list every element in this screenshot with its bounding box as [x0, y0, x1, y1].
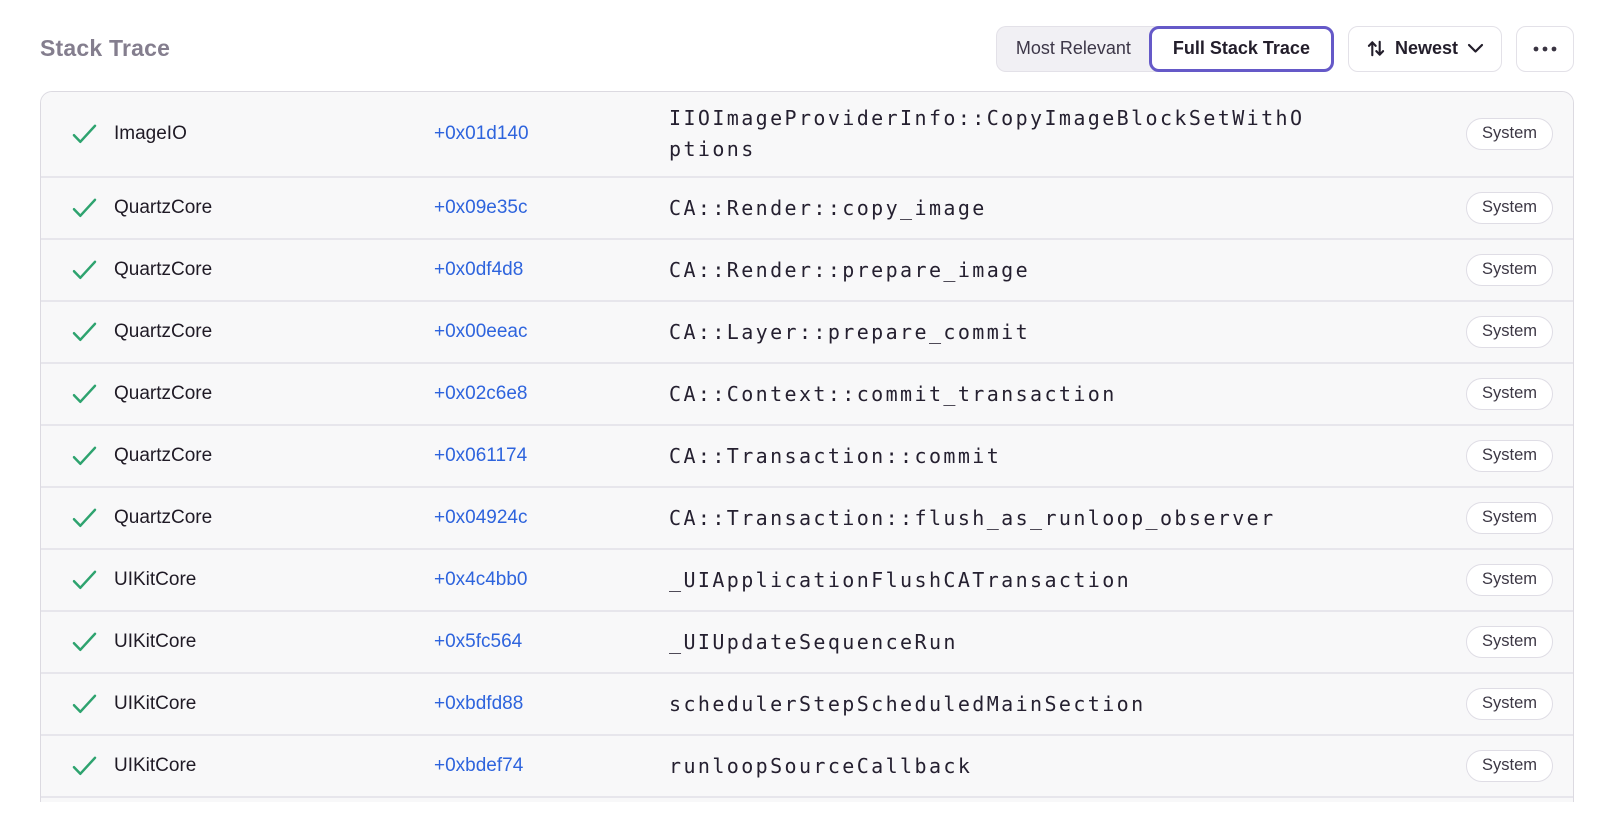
frame-module: QuartzCore	[114, 321, 213, 342]
checkmark-icon	[71, 123, 99, 145]
frame-module: UIKitCore	[114, 693, 197, 714]
full-stack-trace-button[interactable]: Full Stack Trace	[1148, 25, 1334, 72]
stack-trace-page: Stack Trace Most Relevant Full Stack Tra…	[0, 25, 1614, 802]
stack-trace-row[interactable]: QuartzCore +0x02c6e8 CA::Context::commit…	[41, 364, 1573, 426]
system-badge: System	[1465, 750, 1553, 782]
stack-trace-row[interactable]: QuartzCore +0x0df4d8 CA::Render::prepare…	[41, 240, 1573, 302]
frame-module: UIKitCore	[114, 755, 197, 776]
frame-function: CA::Render::prepare_image	[669, 257, 1031, 282]
checkmark-icon	[71, 197, 99, 219]
checkmark-icon	[71, 569, 99, 591]
frame-function: IIOImageProviderInfo::CopyImageBlockSetW…	[669, 106, 1305, 161]
stack-trace-row[interactable]: UIKitCore +0x5fc564 _UIUpdateSequenceRun…	[41, 612, 1573, 674]
sort-arrows-icon	[1366, 38, 1386, 59]
system-badge: System	[1465, 254, 1553, 286]
stack-trace-list: ImageIO +0x01d140 IIOImageProviderInfo::…	[40, 91, 1574, 802]
checkmark-icon	[71, 445, 99, 467]
stack-trace-row[interactable]: QuartzCore +0x04924c CA::Transaction::fl…	[41, 488, 1573, 550]
frame-module: QuartzCore	[114, 445, 213, 466]
stack-trace-row[interactable]: UIKitCore +0xbdef74 runloopSourceCallbac…	[41, 736, 1573, 798]
stack-trace-row[interactable]: QuartzCore +0x09e35c CA::Render::copy_im…	[41, 178, 1573, 240]
frame-function: CA::Transaction::flush_as_runloop_observ…	[669, 505, 1276, 530]
page-title: Stack Trace	[40, 35, 171, 61]
ellipsis-icon	[1533, 46, 1557, 52]
frame-module: QuartzCore	[114, 259, 213, 280]
frame-module: QuartzCore	[114, 507, 213, 528]
checkmark-icon	[71, 693, 99, 715]
stack-trace-view-toggle: Most Relevant Full Stack Trace	[995, 25, 1334, 72]
frame-address-link[interactable]: +0x061174	[434, 445, 528, 466]
checkmark-icon	[71, 321, 99, 343]
stack-trace-row[interactable]: ImageIO +0x01d140 IIOImageProviderInfo::…	[41, 92, 1573, 178]
frame-address-link[interactable]: +0x5fc564	[434, 631, 523, 652]
sort-button-label: Newest	[1394, 38, 1458, 58]
system-badge: System	[1465, 316, 1553, 348]
more-options-button[interactable]	[1516, 25, 1574, 72]
checkmark-icon	[71, 755, 99, 777]
frame-address-link[interactable]: +0x02c6e8	[434, 383, 528, 404]
header-controls: Most Relevant Full Stack Trace Newest	[995, 25, 1574, 72]
checkmark-icon	[71, 383, 99, 405]
checkmark-icon	[71, 631, 99, 653]
frame-module: QuartzCore	[114, 197, 213, 218]
frame-function: schedulerStepScheduledMainSection	[669, 691, 1146, 716]
stack-trace-header: Stack Trace Most Relevant Full Stack Tra…	[40, 25, 1574, 72]
frame-function: CA::Transaction::commit	[669, 443, 1002, 468]
system-badge: System	[1465, 688, 1553, 720]
frame-function: runloopSourceCallback	[669, 753, 973, 778]
system-badge: System	[1465, 118, 1553, 150]
system-badge: System	[1465, 192, 1553, 224]
frame-module: QuartzCore	[114, 383, 213, 404]
frame-function: CA::Layer::prepare_commit	[669, 319, 1031, 344]
stack-trace-row[interactable]: UIKitCore +0xbdfd88 schedulerStepSchedul…	[41, 674, 1573, 736]
frame-address-link[interactable]: +0x09e35c	[434, 197, 528, 218]
system-badge: System	[1465, 502, 1553, 534]
system-badge: System	[1465, 564, 1553, 596]
stack-trace-row[interactable]: QuartzCore +0x00eeac CA::Layer::prepare_…	[41, 302, 1573, 364]
frame-address-link[interactable]: +0x01d140	[434, 123, 529, 144]
frame-function: _UIApplicationFlushCATransaction	[669, 567, 1132, 592]
stack-trace-row-partial	[41, 798, 1573, 802]
frame-module: UIKitCore	[114, 569, 197, 590]
stack-trace-row[interactable]: QuartzCore +0x061174 CA::Transaction::co…	[41, 426, 1573, 488]
frame-function: CA::Render::copy_image	[669, 195, 987, 220]
system-badge: System	[1465, 626, 1553, 658]
system-badge: System	[1465, 378, 1553, 410]
frame-address-link[interactable]: +0x00eeac	[434, 321, 528, 342]
frame-function: _UIUpdateSequenceRun	[669, 629, 958, 654]
frame-module: UIKitCore	[114, 631, 197, 652]
frame-address-link[interactable]: +0x0df4d8	[434, 259, 524, 280]
frame-address-link[interactable]: +0xbdef74	[434, 755, 524, 776]
stack-trace-row[interactable]: UIKitCore +0x4c4bb0 _UIApplicationFlushC…	[41, 550, 1573, 612]
most-relevant-button[interactable]: Most Relevant	[995, 25, 1157, 72]
frame-module: ImageIO	[114, 123, 187, 144]
checkmark-icon	[71, 507, 99, 529]
system-badge: System	[1465, 440, 1553, 472]
frame-address-link[interactable]: +0x4c4bb0	[434, 569, 528, 590]
checkmark-icon	[71, 259, 99, 281]
frame-address-link[interactable]: +0x04924c	[434, 507, 528, 528]
frame-address-link[interactable]: +0xbdfd88	[434, 693, 524, 714]
chevron-down-icon	[1467, 43, 1484, 54]
sort-button[interactable]: Newest	[1347, 25, 1502, 72]
frame-function: CA::Context::commit_transaction	[669, 381, 1117, 406]
